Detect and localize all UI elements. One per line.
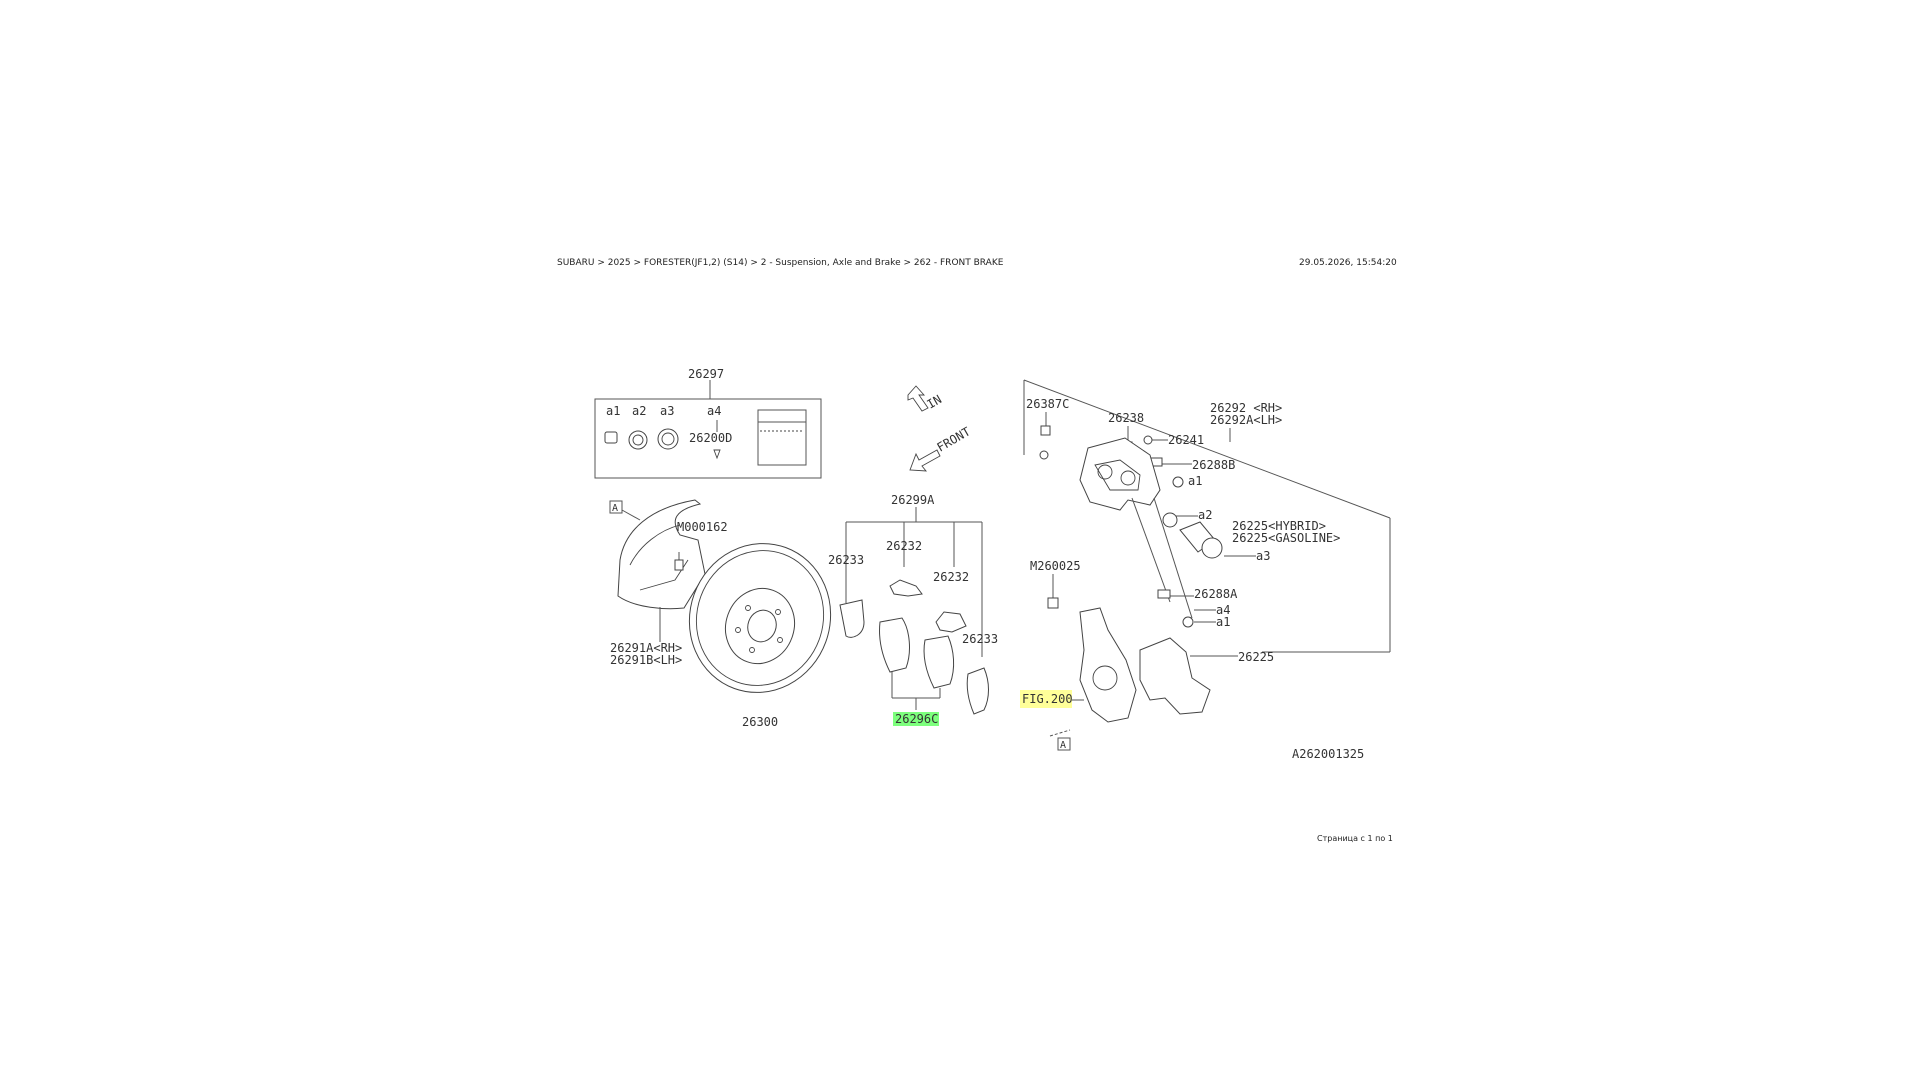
brake-caliper[interactable]	[1079, 437, 1161, 511]
label-boot-b[interactable]: 26288B	[1192, 458, 1235, 472]
label-pad-kit[interactable]: 26299A	[891, 493, 935, 507]
piston-boot	[1201, 537, 1223, 559]
label-spring[interactable]: 26232	[886, 539, 922, 553]
label-bleeder[interactable]: 26241	[1168, 433, 1204, 447]
label-bracket[interactable]: 26225	[1238, 650, 1274, 664]
label-bolt-knuckle[interactable]: M260025	[1030, 559, 1081, 573]
shield-bolt	[674, 559, 684, 571]
caliper-bracket[interactable]	[1139, 637, 1211, 715]
shim-left[interactable]	[839, 599, 865, 638]
dust-shield-group: A M000162 26291A<RH> 26291B<LH>	[609, 499, 728, 667]
pad-set-highlight	[893, 712, 939, 726]
label-a1[interactable]: a1	[606, 404, 620, 418]
label-caliper-rh[interactable]: 26292 <RH>	[1210, 401, 1282, 415]
label-clip[interactable]: 26232	[933, 570, 969, 584]
label-ref-a1-bottom[interactable]: a1	[1216, 615, 1230, 629]
label-a2[interactable]: a2	[632, 404, 646, 418]
label-shield-rh[interactable]: 26291A<RH>	[610, 641, 682, 655]
kit-part-a3	[657, 428, 679, 450]
label-a3[interactable]: a3	[660, 404, 674, 418]
knuckle-bolt	[1047, 597, 1059, 609]
front-brake-diagram: 26297 a1 a2 a3 a4 26200D IN FRONT A M000…	[594, 367, 1391, 761]
label-boot-a[interactable]: 26288A	[1194, 587, 1238, 601]
dust-shield[interactable]	[617, 499, 706, 610]
kit-part-a2	[628, 430, 648, 450]
brake-rotor-group: 26300	[688, 543, 832, 729]
label-shim-left[interactable]: 26233	[828, 553, 864, 567]
label-ref-a2[interactable]: a2	[1198, 508, 1212, 522]
steering-knuckle[interactable]	[1079, 607, 1137, 723]
fig-ref-highlight	[1020, 690, 1072, 708]
kit-box: 26297 a1 a2 a3 a4 26200D	[594, 367, 822, 479]
piston-seal	[1162, 512, 1178, 528]
label-piston-hybrid[interactable]: 26225<HYBRID>	[1232, 519, 1326, 533]
label-shield-lh[interactable]: 26291B<LH>	[610, 653, 682, 667]
pad-right[interactable]	[923, 635, 955, 689]
kit-part-a1	[604, 431, 618, 444]
label-a4[interactable]: a4	[707, 404, 721, 418]
breadcrumb: SUBARU > 2025 > FORESTER(JF1,2) (S14) > …	[557, 258, 1004, 268]
label-caliper-bolt-c[interactable]: 26387C	[1026, 397, 1069, 411]
label-kit-part[interactable]: 26200D	[689, 431, 732, 445]
page-counter: Страница с 1 по 1	[1317, 834, 1393, 843]
label-rotor[interactable]: 26300	[742, 715, 778, 729]
label-ref-a1-top[interactable]: a1	[1188, 474, 1202, 488]
label-arrow-in: IN	[925, 392, 945, 411]
label-kit[interactable]: 26297	[688, 367, 724, 381]
direction-arrows: IN FRONT	[907, 385, 973, 472]
boot-a	[1157, 589, 1171, 599]
caliper-bolt-c	[1040, 425, 1051, 436]
label-bolt-shield[interactable]: M000162	[677, 520, 728, 534]
pad-left[interactable]	[879, 617, 910, 673]
label-piston-gasoline[interactable]: 26225<GASOLINE>	[1232, 531, 1340, 545]
shim-right[interactable]	[966, 667, 989, 715]
label-shim-right[interactable]: 26233	[962, 632, 998, 646]
label-pad-set[interactable]: 26296C	[895, 712, 938, 726]
kit-part-a4	[713, 449, 721, 460]
label-caliper-lh[interactable]: 26292A<LH>	[1210, 413, 1282, 427]
label-arrow-front: FRONT	[935, 424, 973, 454]
label-ref-a4[interactable]: a4	[1216, 603, 1230, 617]
arrow-front-icon	[909, 449, 941, 472]
pad-kit-group: 26299A 26233 26232 26232 26233 26296C	[828, 493, 998, 726]
knuckle-ref-marker: A	[1060, 740, 1066, 751]
arrow-in-icon	[907, 385, 929, 412]
label-guide-pin[interactable]: 26238	[1108, 411, 1144, 425]
print-timestamp: 29.05.2026, 15:54:20	[1299, 258, 1397, 268]
pad-clip[interactable]	[935, 611, 967, 633]
drawing-code: A262001325	[1292, 747, 1364, 761]
anti-rattle-spring[interactable]	[889, 579, 923, 597]
label-ref-a3[interactable]: a3	[1256, 549, 1270, 563]
label-fig-ref[interactable]: FIG.200	[1022, 692, 1073, 706]
caliper-group: 26387C 26238 26292 <RH> 26292A<LH> 26241…	[1020, 379, 1391, 751]
shield-ref-marker: A	[612, 503, 618, 514]
